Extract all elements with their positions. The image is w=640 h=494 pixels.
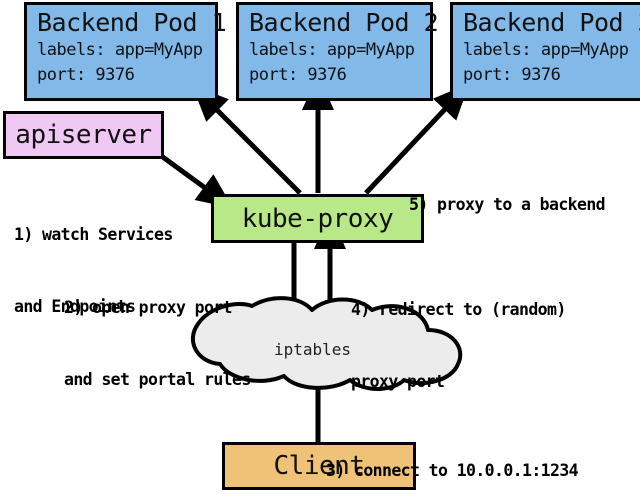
apiserver-label: apiserver bbox=[15, 120, 152, 150]
step-2-label: 2) open proxy port and set portal rules bbox=[64, 248, 251, 440]
pod-port-line: port: 9376 bbox=[37, 65, 135, 85]
pod-port-line: port: 9376 bbox=[463, 65, 561, 85]
pod-title: Backend Pod 3 bbox=[463, 8, 640, 37]
apiserver-box[interactable]: apiserver bbox=[3, 111, 164, 159]
kube-proxy-box[interactable]: kube-proxy bbox=[211, 194, 424, 243]
kube-proxy-label: kube-proxy bbox=[241, 203, 394, 234]
client-box[interactable]: Client bbox=[222, 442, 416, 490]
step-3-line-1: 3) connect to 10.0.0.1:1234 bbox=[326, 461, 579, 480]
step-2-line-1: 2) open proxy port bbox=[64, 298, 233, 317]
step-4-line-2: proxy port bbox=[351, 372, 445, 391]
arrow-kubeproxy-to-pod1 bbox=[192, 85, 302, 195]
pod-title: Backend Pod 2 bbox=[249, 8, 439, 37]
step-4-label: 4) redirect to (random) proxy port bbox=[351, 250, 566, 442]
step-2-line-2: and set portal rules bbox=[64, 370, 251, 389]
pod-port-line: port: 9376 bbox=[249, 65, 347, 85]
step-3-label: 3) connect to 10.0.0.1:1234 bbox=[326, 411, 579, 494]
step-4-line-1: 4) redirect to (random) bbox=[351, 300, 566, 319]
pod-labels-line: labels: app=MyApp bbox=[463, 40, 629, 60]
pod-title: Backend Pod 1 bbox=[37, 8, 227, 37]
pod-labels-line: labels: app=MyApp bbox=[37, 40, 203, 60]
iptables-label: iptables bbox=[274, 340, 352, 359]
client-label: Client bbox=[273, 451, 365, 481]
backend-pod-2-box[interactable]: Backend Pod 2 labels: app=MyApp port: 93… bbox=[236, 2, 439, 101]
pod-labels-line: labels: app=MyApp bbox=[249, 40, 415, 60]
backend-pod-3-box[interactable]: Backend Pod 3 labels: app=MyApp port: 93… bbox=[450, 2, 640, 101]
step-1-line-2: and Endpoints bbox=[14, 297, 136, 316]
backend-pod-1-box[interactable]: Backend Pod 1 labels: app=MyApp port: 93… bbox=[24, 2, 227, 101]
step-1-line-1: 1) watch Services bbox=[14, 225, 173, 244]
step-1-label: 1) watch Services and Endpoints bbox=[14, 175, 173, 367]
step-5-line-1: 5) proxy to a backend bbox=[409, 195, 606, 214]
step-5-label: 5) proxy to a backend bbox=[409, 145, 606, 265]
